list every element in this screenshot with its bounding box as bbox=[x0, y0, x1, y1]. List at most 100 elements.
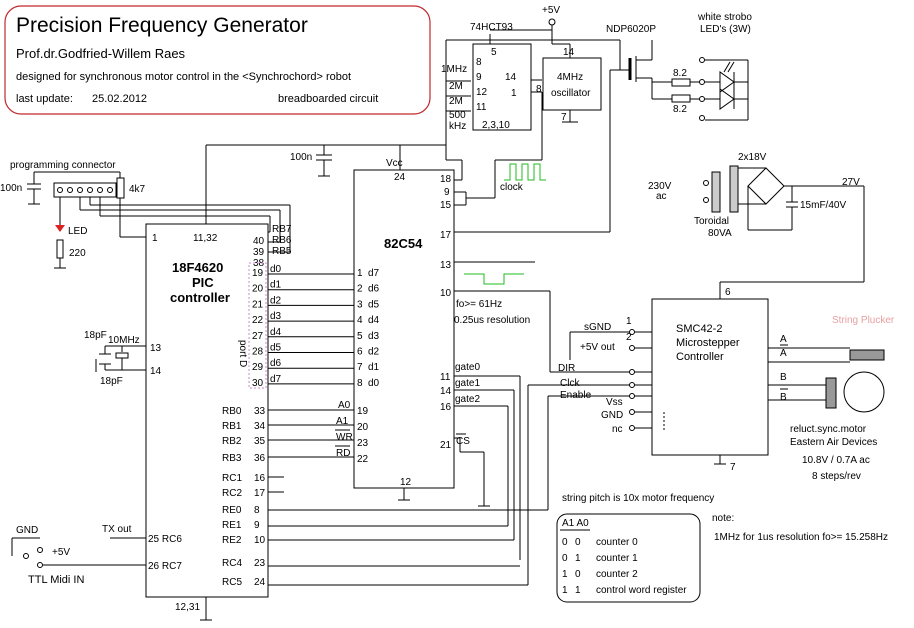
pic-io-pin: 33 bbox=[254, 406, 266, 417]
dir-label: DIR bbox=[558, 363, 575, 374]
timer-data-name: d5 bbox=[368, 299, 380, 310]
hct93-pin5: 5 bbox=[491, 47, 497, 58]
freq-1mhz: 1MHz bbox=[441, 64, 467, 75]
motor-type: reluct.sync.motor bbox=[790, 424, 867, 435]
smc-name-1: SMC42-2 bbox=[676, 323, 722, 335]
toroidal-label: Toroidal bbox=[694, 216, 729, 227]
table-a1: 1 bbox=[562, 585, 568, 596]
timer-data-name: d6 bbox=[368, 284, 380, 295]
dc-27v-label: 27V bbox=[842, 177, 860, 188]
hct93-pin8: 8 bbox=[476, 57, 482, 68]
pic-io-pin: 35 bbox=[254, 436, 266, 447]
pic-io-pin: 10 bbox=[254, 535, 266, 546]
prog-pin bbox=[77, 187, 83, 193]
table-a0: 0 bbox=[575, 569, 581, 580]
resistor-8-2-a-value: 8.2 bbox=[673, 68, 687, 79]
pic-port-name: d7 bbox=[270, 374, 282, 385]
timer-pin24: 24 bbox=[394, 172, 406, 183]
coil-b-label: B bbox=[780, 372, 787, 383]
hct93-pin12: 12 bbox=[476, 87, 488, 98]
pic-port-pin: 28 bbox=[252, 347, 264, 358]
build-note: breadboarded circuit bbox=[278, 93, 378, 105]
coil-b-icon bbox=[825, 377, 837, 409]
resistor-220-value: 220 bbox=[69, 248, 86, 259]
pic-io-name: RB1 bbox=[222, 421, 242, 432]
smc-terminal bbox=[629, 369, 635, 375]
ac-230v-label: 230V bbox=[648, 181, 672, 192]
description: designed for synchronous motor control i… bbox=[16, 71, 351, 83]
pic-io-name: RE1 bbox=[222, 520, 242, 531]
timer-data-name: d3 bbox=[368, 331, 380, 342]
pic-io-pin: 17 bbox=[254, 488, 266, 499]
port-d-frame bbox=[248, 262, 267, 389]
table-a1: 1 bbox=[562, 569, 568, 580]
ac-label: ac bbox=[656, 191, 667, 202]
prog-connector bbox=[53, 182, 117, 198]
timer-pin22: 22 bbox=[357, 454, 369, 465]
pic-io-name: RC2 bbox=[222, 488, 242, 499]
osc-pin7: 7 bbox=[561, 112, 567, 123]
table-a0: 1 bbox=[575, 585, 581, 596]
pic-port-pin: 22 bbox=[252, 315, 264, 326]
table-header: A1 A0 bbox=[562, 518, 589, 529]
table-desc: counter 2 bbox=[596, 569, 638, 580]
pic-io-name: RB2 bbox=[222, 436, 242, 447]
prog-pin bbox=[67, 187, 73, 193]
timer-data-pin: 2 bbox=[357, 284, 363, 295]
smc-pin1: 1 bbox=[626, 316, 632, 327]
pic-pin40: 40 bbox=[253, 236, 265, 247]
motor-maker: Eastern Air Devices bbox=[790, 437, 877, 448]
a1-label: A1 bbox=[336, 416, 349, 427]
oscillator bbox=[542, 57, 602, 111]
coil-a-icon bbox=[849, 349, 885, 361]
hct93-label: 74HCT93 bbox=[470, 22, 513, 33]
cap-18pf-a: 18pF bbox=[84, 330, 107, 341]
hct93-chip bbox=[472, 43, 532, 131]
toroidal-va: 80VA bbox=[708, 228, 732, 239]
osc-pin14: 14 bbox=[563, 47, 575, 58]
vcc-top-label: +5V bbox=[542, 5, 560, 16]
timer-data-name: d7 bbox=[368, 268, 380, 279]
timer-data-name: d0 bbox=[368, 378, 380, 389]
title: Precision Frequency Generator bbox=[16, 14, 308, 37]
rc6-label: 25 RC6 bbox=[148, 534, 182, 545]
freq-2m-a: 2M bbox=[449, 81, 463, 92]
table-a0: 0 bbox=[575, 537, 581, 548]
pic-io-name: RC5 bbox=[222, 577, 242, 588]
timer-data-pin: 7 bbox=[357, 362, 363, 373]
table-desc: counter 1 bbox=[596, 553, 638, 564]
vcc-label: Vcc bbox=[386, 158, 403, 169]
pic-io-pin: 16 bbox=[254, 473, 266, 484]
wr-label: WR bbox=[336, 432, 353, 443]
smc-name-2: Microstepper bbox=[676, 337, 740, 349]
timer-pin10: 10 bbox=[440, 288, 452, 299]
timer-data-pin: 3 bbox=[357, 299, 363, 310]
resistor-8-2-b bbox=[671, 94, 691, 103]
hct93-pin14: 14 bbox=[505, 72, 517, 83]
string-plucker-label: String Plucker bbox=[832, 315, 895, 326]
update-date: 25.02.2012 bbox=[92, 93, 147, 105]
osc-label-1: 4MHz bbox=[557, 72, 583, 83]
note-label: note: bbox=[712, 513, 734, 524]
pic-port-pin: 19 bbox=[252, 268, 264, 279]
pic-io-pin: 24 bbox=[254, 577, 266, 588]
motor-steps: 8 steps/rev bbox=[812, 471, 861, 482]
pic-name-3: controller bbox=[170, 290, 230, 305]
smc-terminal bbox=[629, 382, 635, 388]
address-table bbox=[556, 513, 701, 603]
timer-pin15: 15 bbox=[440, 200, 452, 211]
pic-port-pin: 20 bbox=[252, 284, 264, 295]
coil-b-bar-label: B bbox=[780, 392, 787, 403]
pic-port-name: d6 bbox=[270, 358, 282, 369]
pic-io-pin: 8 bbox=[254, 505, 260, 516]
smc-terminal bbox=[629, 409, 635, 415]
res-025-label: 0.25us resolution bbox=[454, 315, 530, 326]
timer-data-pin: 4 bbox=[357, 315, 363, 326]
pic-io-pin: 23 bbox=[254, 558, 266, 569]
prog-pin bbox=[97, 187, 103, 193]
crystal-label: 10MHz bbox=[108, 335, 140, 346]
pic-port-name: d3 bbox=[270, 311, 282, 322]
smc-pin7: 7 bbox=[730, 462, 736, 473]
crystal-icon bbox=[115, 352, 129, 359]
pic-port-name: d0 bbox=[270, 264, 282, 275]
